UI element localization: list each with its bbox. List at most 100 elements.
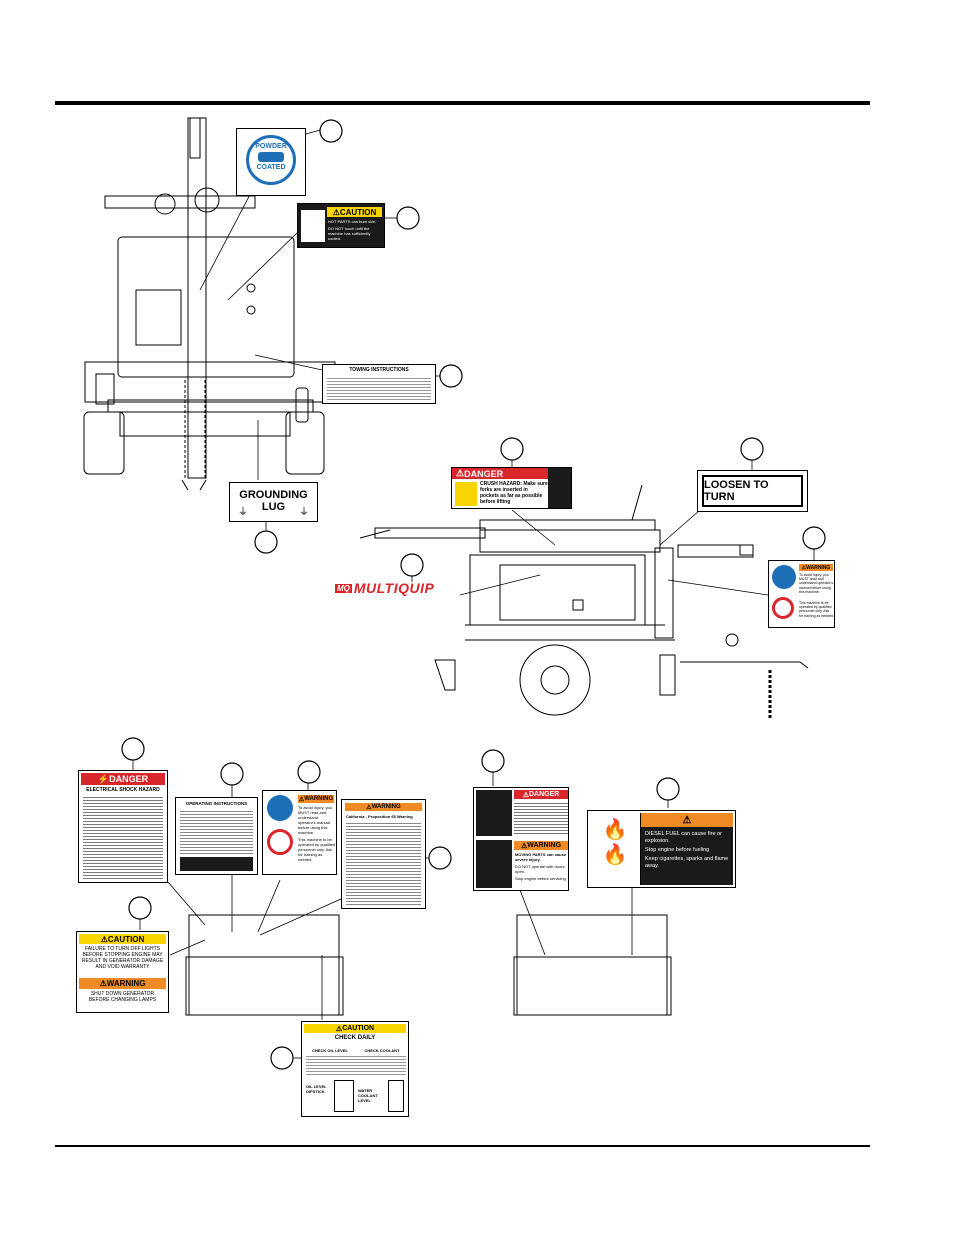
hot-hand-icon xyxy=(301,210,325,242)
coolant-tank-icon xyxy=(388,1080,404,1112)
flame-icon: 🔥 xyxy=(602,819,628,841)
towing-instructions-decal: TOWING INSTRUCTIONS xyxy=(322,364,436,404)
check-text-lines xyxy=(306,1054,406,1076)
control-panel-drawings xyxy=(185,914,672,1016)
danger-electrical-shock-decal: ⚡ DANGER ELECTRICAL SHOCK HAZARD xyxy=(78,770,168,883)
diesel-fuel-decal: 🔥 🔥 ⚠ DIESEL FUEL can cause fire or expl… xyxy=(587,810,736,888)
coated-text: COATED xyxy=(256,164,286,171)
shock-title: ELECTRICAL SHOCK HAZARD xyxy=(86,787,160,793)
mq-logo: MQ xyxy=(335,583,352,593)
diesel-panel: ⚠ DIESEL FUEL can cause fire or explosio… xyxy=(641,813,733,885)
ground-symbol-icon: ⏚ xyxy=(299,507,309,518)
callout-circle xyxy=(396,206,420,230)
callout-circle xyxy=(802,526,826,550)
callout-circle xyxy=(319,119,343,143)
grounding-lug-decal: GROUNDING LUG ⏚ ⏚ xyxy=(229,482,318,522)
warning-lamps-text: SHUT DOWN GENERATOR BEFORE CHANGING LAMP… xyxy=(88,991,157,1003)
check-daily-title: CHECK DAILY xyxy=(334,1035,376,1041)
lug-text: LUG xyxy=(261,501,286,513)
top-rule xyxy=(55,101,870,105)
callout-circle xyxy=(270,1046,294,1070)
danger-header: ⚠ DANGER xyxy=(514,790,568,799)
danger-header: ⚡ DANGER xyxy=(81,773,165,785)
read-manual-icon xyxy=(267,795,293,821)
diesel-text-1: DIESEL FUEL can cause fire or explosion. xyxy=(645,831,722,844)
bottom-rule xyxy=(55,1145,870,1147)
caution-lights-decal: ⚠ CAUTION FAILURE TO TURN OFF LIGHTS BEF… xyxy=(76,931,169,1013)
callout-circle xyxy=(400,553,424,577)
callout-circle xyxy=(656,777,680,801)
callout-circle xyxy=(481,749,505,773)
callout-circle xyxy=(220,762,244,786)
dipstick-icon xyxy=(334,1080,354,1112)
crush-icon xyxy=(455,482,477,506)
caution-hot-parts-decal: ⚠ CAUTION HOT PARTS can burn skin. DO NO… xyxy=(297,203,385,248)
warning-header: ⚠ WARNING xyxy=(345,803,422,811)
warning-header: ⚠ WARNING xyxy=(514,841,568,850)
loosen-text: LOOSEN TO TURN xyxy=(704,479,769,503)
fork-lift-icon xyxy=(548,468,571,508)
loosen-inner-border: LOOSEN TO TURN xyxy=(702,475,803,507)
warning-manual-text: To avoid injury, you MUST read and under… xyxy=(799,573,833,594)
coolant-level-label: WATER COOLANT LEVEL xyxy=(358,1088,378,1103)
loosen-to-turn-decal: LOOSEN TO TURN xyxy=(697,470,808,512)
callout-circle xyxy=(428,846,452,870)
towing-title: TOWING INSTRUCTIONS xyxy=(349,367,409,373)
prop65-title: California - Proposition 65 Warning xyxy=(346,814,413,819)
doors-open-text: DO NOT operate with doors open. xyxy=(515,864,565,874)
caution-lights-text: FAILURE TO TURN OFF LIGHTS BEFORE STOPPI… xyxy=(81,946,164,970)
multiquip-text: MULTIQUIP xyxy=(353,580,435,596)
warning-manual-decal-2: ⚠WARNING To avoid injury, you MUST read … xyxy=(262,790,337,875)
side-view-drawing xyxy=(359,484,809,720)
caution-hot-text2: DO NOT touch until the machine has suffi… xyxy=(328,226,371,241)
warning-manual-text: To avoid injury, you MUST read and under… xyxy=(298,805,332,835)
ground-symbol-icon: ⏚ xyxy=(238,507,248,518)
callout-circles xyxy=(121,119,826,1070)
check-oil-heading: CHECK OIL LEVEL xyxy=(312,1048,348,1053)
powder-text: POWDER xyxy=(255,143,287,150)
callout-circle xyxy=(740,437,764,461)
check-coolant-heading: CHECK COOLANT xyxy=(364,1048,400,1053)
explosion-icon: 🔥 xyxy=(602,844,628,866)
flame-icons: 🔥 🔥 xyxy=(590,813,641,885)
prop65-warning-decal: ⚠ WARNING California - Proposition 65 Wa… xyxy=(341,799,426,909)
caution-header: ⚠ CAUTION xyxy=(79,934,166,944)
operating-instructions-decal: OPERATING INSTRUCTIONS xyxy=(175,797,258,875)
crush-text: CRUSH HAZARD: Make sure forks are insert… xyxy=(480,481,548,505)
no-operate-icon xyxy=(772,597,794,619)
operating-title: OPERATING INSTRUCTIONS xyxy=(185,801,248,806)
warning-header: ⚠WARNING xyxy=(799,564,833,571)
danger-text-lines xyxy=(514,801,568,835)
operating-text-lines xyxy=(180,809,253,854)
multiquip-brand: MQ MULTIQUIP xyxy=(335,580,435,596)
diesel-text-3: Keep cigarettes, sparks and flame away. xyxy=(645,856,729,869)
callout-circle xyxy=(297,760,321,784)
leader-lines xyxy=(132,129,815,1059)
caution-header: ⚠ CAUTION xyxy=(327,207,382,217)
diesel-text-2: Stop engine before fueling xyxy=(645,847,710,853)
warning-manual-text2: This machine to be operated by qualified… xyxy=(298,837,336,862)
powder-emblem xyxy=(258,152,284,162)
stop-engine-text: Stop engine before servicing. xyxy=(515,876,567,881)
caution-header: ⚠ CAUTION xyxy=(304,1024,406,1033)
prop65-text-lines xyxy=(346,821,421,907)
powder-coated-decal: POWDER COATED xyxy=(236,128,306,196)
shock-text-lines xyxy=(83,795,163,879)
warning-header: ⚠ WARNING xyxy=(79,978,166,989)
grounding-text: GROUNDING xyxy=(239,489,308,501)
warning-manual-decal: ⚠WARNING To avoid injury, you MUST read … xyxy=(768,560,835,628)
callout-circle xyxy=(500,437,524,461)
read-manual-icon xyxy=(772,565,796,589)
no-operate-icon xyxy=(267,829,293,855)
callout-circle xyxy=(128,896,152,920)
oil-dipstick-label: OIL LEVEL DIPSTICK xyxy=(306,1084,327,1094)
powder-coated-seal: POWDER COATED xyxy=(246,135,296,185)
fan-icon xyxy=(476,840,512,888)
explosion-icons xyxy=(476,790,512,836)
danger-explosion-decal: ⚠ DANGER ⚠ WARNING MOVING PARTS can caus… xyxy=(473,787,569,891)
callout-circle xyxy=(439,364,463,388)
towing-text-lines xyxy=(327,376,431,402)
caution-hot-text: HOT PARTS can burn skin. xyxy=(328,219,377,224)
warning-manual-text2: This machine to be operated by qualified… xyxy=(799,601,834,618)
